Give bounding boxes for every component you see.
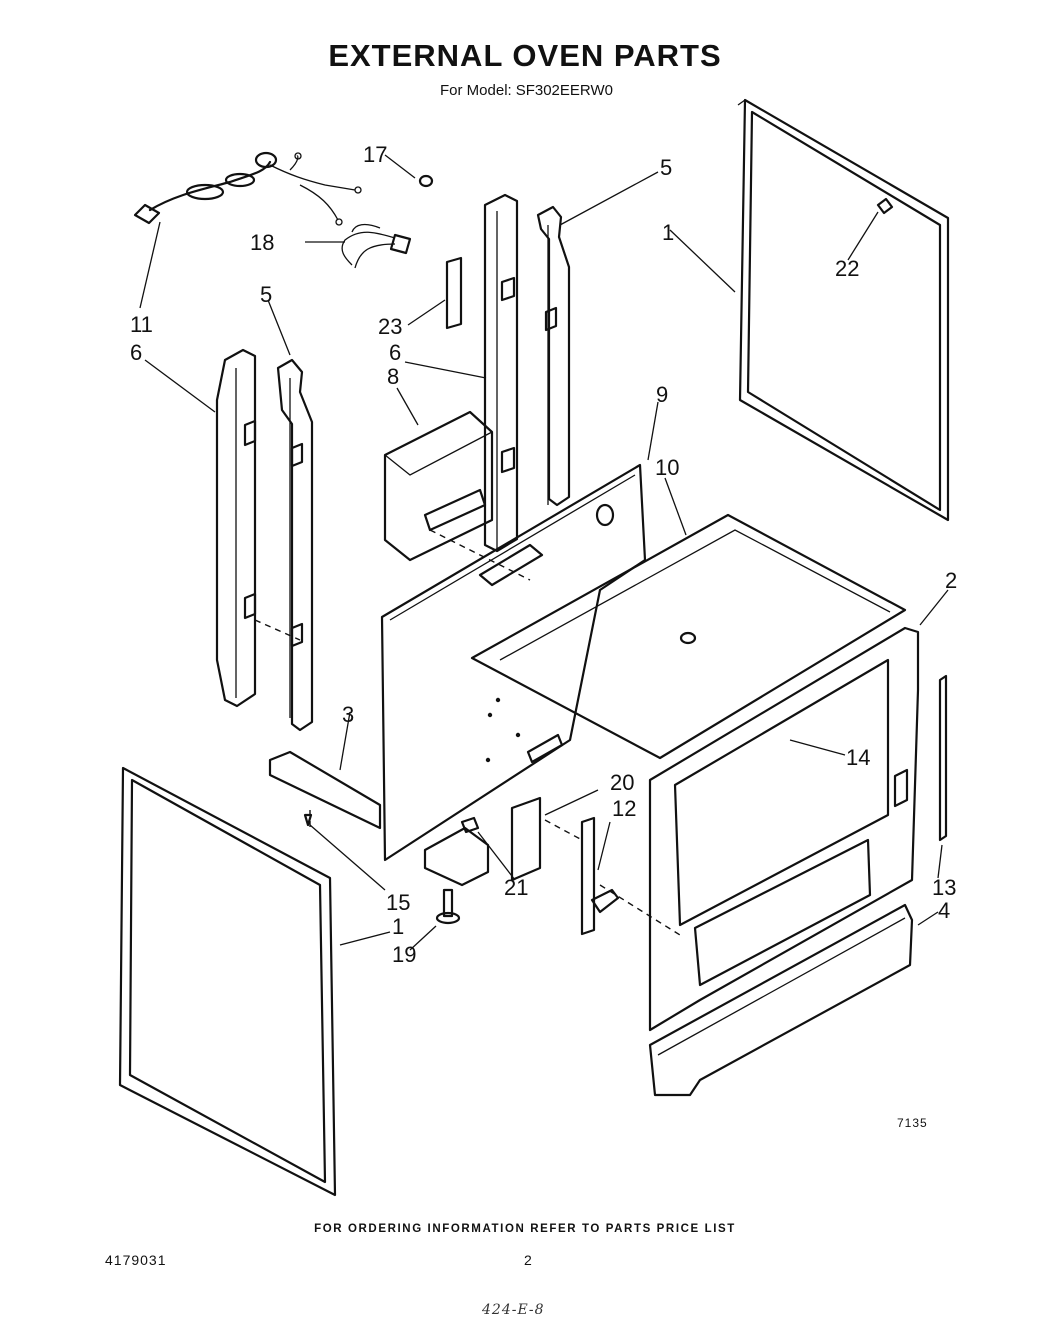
- page-number: 2: [524, 1252, 532, 1268]
- small-bracket-part: [445, 256, 463, 330]
- callout-2: 2: [945, 568, 957, 593]
- document-number: 4179031: [105, 1252, 167, 1268]
- left-side-brackets: [215, 348, 314, 732]
- page-title: EXTERNAL OVEN PARTS: [328, 38, 722, 73]
- rear-side-brackets: [483, 193, 571, 553]
- callout-23: 23: [378, 314, 402, 339]
- rear-frame-part: [737, 98, 950, 522]
- callout-6-center: 6: [389, 340, 401, 365]
- callout-1-rear: 1: [662, 220, 674, 245]
- figure-number: 7135: [897, 1116, 928, 1130]
- bottom-rail-part: [268, 750, 490, 887]
- callout-4: 4: [938, 898, 950, 923]
- callout-13: 13: [932, 875, 956, 900]
- callout-20: 20: [610, 770, 634, 795]
- kick-panel-part: [648, 903, 914, 1097]
- power-cord-part: [133, 151, 362, 226]
- front-frame-part: [648, 626, 920, 1032]
- side-trim-part: [938, 674, 948, 842]
- hinge-brackets: [460, 796, 620, 936]
- callout-15: 15: [386, 890, 410, 915]
- model-line: For Model:SF302EERW0: [440, 82, 617, 99]
- top-panel-part: [470, 513, 907, 760]
- model-prefix: For Model:: [440, 82, 512, 99]
- callout-17: 17: [363, 142, 387, 167]
- callout-11: 11: [130, 312, 153, 337]
- callout-5-right: 5: [660, 155, 672, 180]
- ordering-note: FOR ORDERING INFORMATION REFER TO PARTS …: [314, 1223, 736, 1235]
- assembly-dashed-lines: [254, 529, 681, 936]
- screw-part: [303, 813, 313, 827]
- callout-9: 9: [656, 382, 668, 407]
- front-frame-gasket-part: [118, 766, 337, 1197]
- handwritten-note: 424-E-8: [482, 1302, 545, 1318]
- back-panel-part: [380, 463, 647, 862]
- model-number: SF302EERW0: [515, 82, 613, 99]
- callout-21: 19: [392, 942, 416, 967]
- callout-19: 22: [835, 256, 859, 281]
- vent-duct-part: [383, 410, 494, 562]
- callout-18: 18: [250, 230, 274, 255]
- callout-14: 14: [846, 745, 870, 770]
- callout-8: 8: [387, 364, 399, 389]
- wire-harness-part: [341, 223, 412, 269]
- plug-button-part: [418, 174, 434, 188]
- leveling-leg-part: [435, 888, 461, 925]
- callout-1-front: 1: [392, 914, 404, 939]
- leader-lines: [139, 154, 949, 951]
- callout-12: 12: [612, 796, 636, 821]
- part-number-labels: 17 18 11 5 1 22 23 5 6 6 8 9 10 2 3 14 2…: [130, 142, 957, 967]
- callout-10: 10: [655, 455, 679, 480]
- callout-5-left: 5: [260, 282, 272, 307]
- callout-6-left: 6: [130, 340, 142, 365]
- callout-3: 3: [342, 702, 354, 727]
- callout-22: 21: [504, 875, 528, 900]
